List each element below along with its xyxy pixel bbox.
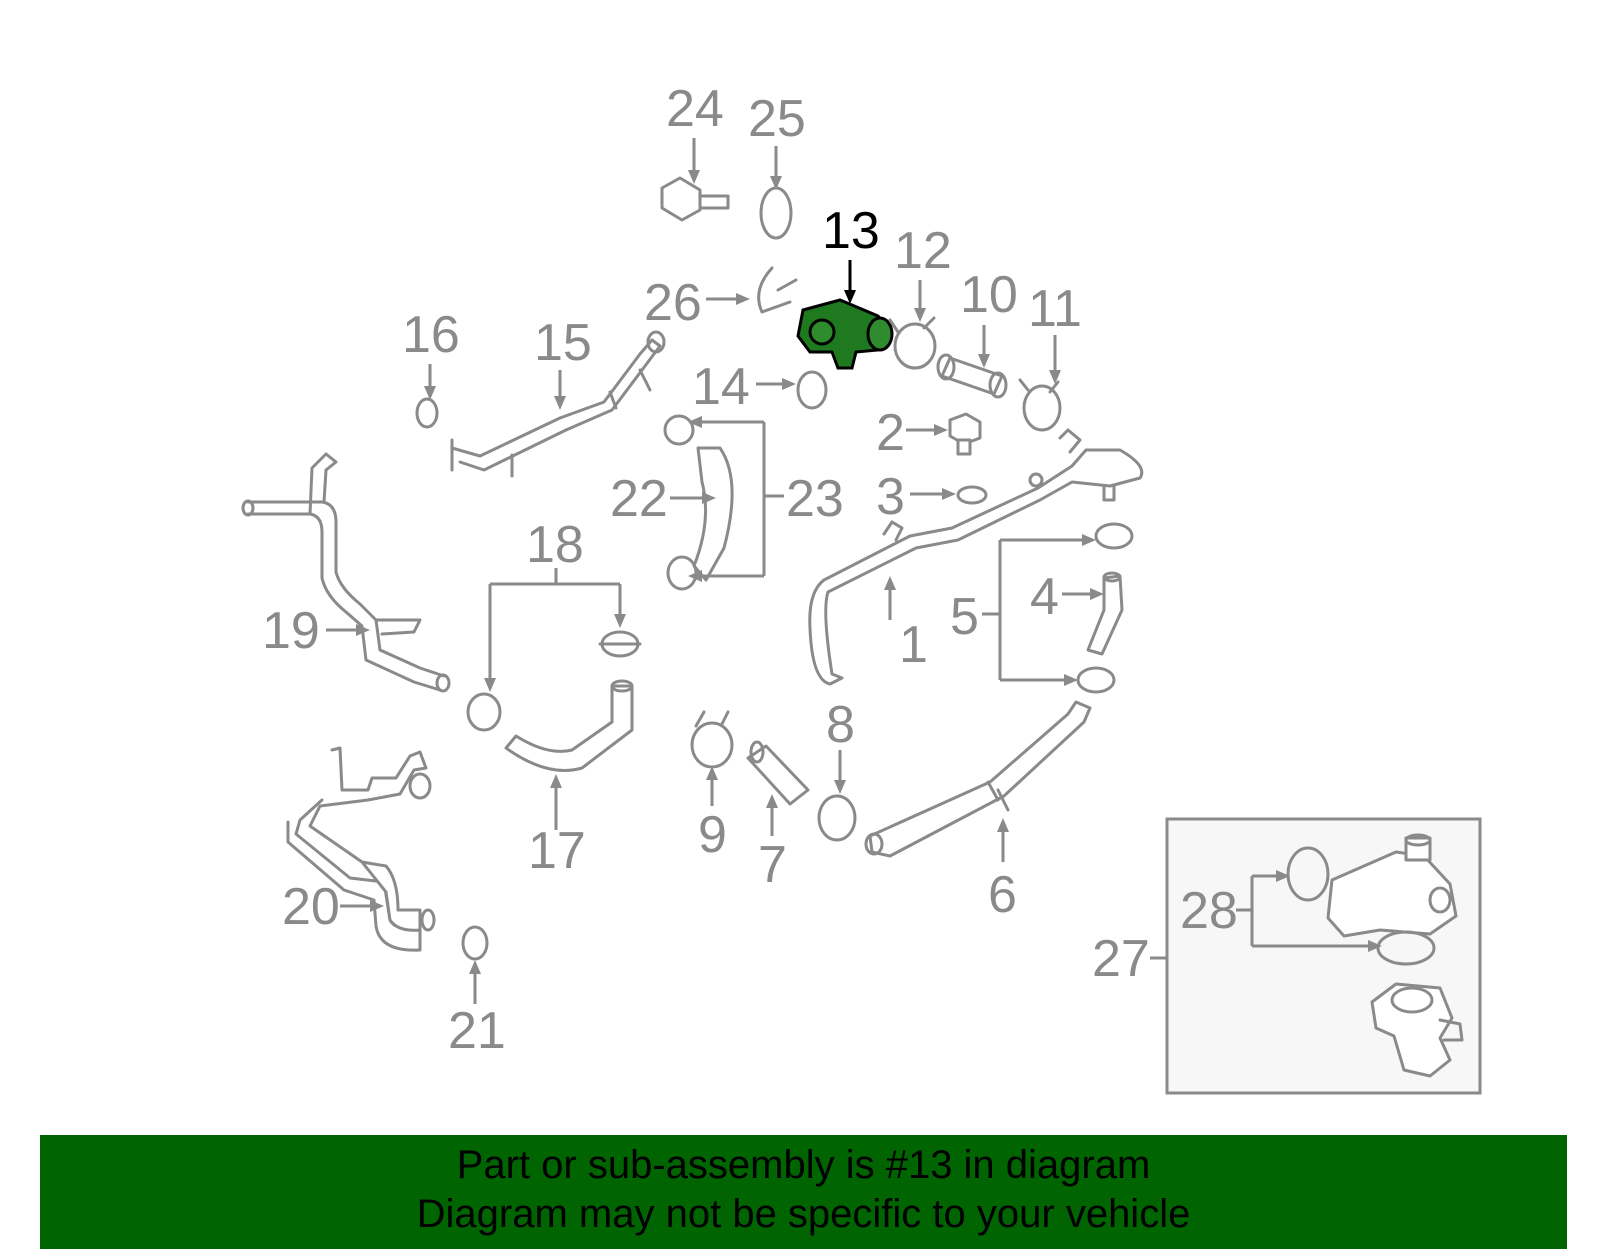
part-21-clamp (461, 925, 489, 961)
callout-21: 21 (448, 1002, 506, 1060)
part-10-hose (936, 353, 1008, 399)
callout-7: 7 (758, 836, 787, 894)
callout-6: 6 (988, 866, 1017, 924)
part-8-clamp (817, 794, 857, 842)
part-20-pipe (286, 746, 436, 952)
part-4-hose (1086, 571, 1124, 656)
part-22-hose (692, 446, 734, 582)
part-23-clamps (663, 414, 698, 591)
callout-2: 2 (876, 404, 905, 462)
part-16-o-ring (415, 397, 439, 429)
callout-14: 14 (692, 358, 750, 416)
callout-22: 22 (610, 470, 668, 528)
callout-26: 26 (644, 274, 702, 332)
callout-20: 20 (282, 878, 340, 936)
callout-10: 10 (960, 266, 1018, 324)
part-27-inset-box (1165, 817, 1482, 1095)
part-17-hose (504, 679, 634, 772)
callout-27: 27 (1092, 930, 1150, 988)
part-18-clamps (466, 630, 642, 732)
callout-24: 24 (666, 80, 724, 138)
part-25-o-ring (759, 186, 793, 240)
part-13-thermostat-housing[interactable] (796, 298, 894, 370)
callout-labels: 1 2 3 4 5 6 7 8 9 10 11 12 13 14 15 16 1… (262, 80, 1238, 1060)
part-9-clamp (690, 710, 734, 769)
part-12-clamp (888, 316, 937, 370)
callout-9: 9 (698, 806, 727, 864)
notice-banner: Part or sub-assembly is #13 in diagram D… (40, 1135, 1567, 1249)
callout-16: 16 (402, 306, 460, 364)
part-19-pipe (241, 452, 451, 693)
callout-17: 17 (528, 822, 586, 880)
part-24-temperature-sensor (660, 176, 730, 222)
callout-15: 15 (534, 314, 592, 372)
callout-18: 18 (526, 516, 584, 574)
part-6-pipe (864, 700, 1092, 858)
callout-19: 19 (262, 602, 320, 660)
callout-13-highlighted[interactable]: 13 (822, 202, 880, 260)
part-2-bolt (948, 412, 982, 456)
banner-line-disclaimer: Diagram may not be specific to your vehi… (416, 1192, 1191, 1236)
part-15-pipe (450, 330, 666, 478)
callout-28: 28 (1180, 882, 1238, 940)
callout-3: 3 (876, 468, 905, 526)
callout-12: 12 (894, 222, 952, 280)
callout-4: 4 (1030, 568, 1059, 626)
part-14-o-ring (796, 370, 828, 410)
callout-5: 5 (950, 588, 979, 646)
callout-11: 11 (1028, 280, 1082, 338)
part-11-clamp (1018, 378, 1062, 432)
part-26-clip (757, 266, 798, 314)
callout-1: 1 (899, 616, 928, 674)
part-3-washer (956, 485, 988, 505)
leader-lines (326, 138, 1382, 1004)
callout-23: 23 (786, 470, 844, 528)
part-1-pipe (808, 428, 1144, 686)
callout-25: 25 (748, 90, 806, 148)
banner-line-part-number: Part or sub-assembly is #13 in diagram (456, 1143, 1151, 1187)
callout-8: 8 (826, 696, 855, 754)
part-7-hose (746, 740, 810, 806)
parts-diagram: 1 2 3 4 5 6 7 8 9 10 11 12 13 14 15 16 1… (241, 80, 1482, 1095)
